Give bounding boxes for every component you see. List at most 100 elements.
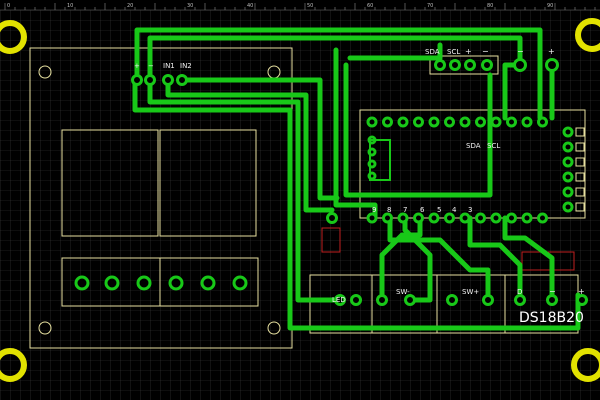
pin-number-label: 5 [437,206,441,214]
mounting-hole-bottom-left [0,348,27,382]
side-header-square [575,187,585,197]
side-header-square [575,202,585,212]
sensor-d-label: D [517,288,522,296]
mcu-scl-label: SCL [487,142,500,150]
display-plus-label: + [548,47,555,56]
side-header-square [575,127,585,137]
terminal-pad [74,275,90,291]
mcu-top-pad [490,116,502,128]
mcu-side-pad [562,141,574,153]
i2c-scl-label: SCL [447,48,460,56]
relay-minus-label: − [148,62,154,70]
module-mount-hole-3 [38,321,52,335]
i2c-header-pad [434,59,446,71]
bottom-connector-pad [404,294,416,306]
copper-traces [132,27,581,331]
led-label: LED [332,296,346,304]
sensor-name-label: DS18B20 [519,310,584,326]
bottom-connector-pad [350,294,362,306]
mcu-top-pad [475,116,486,128]
mcu-pin-numbers: 9 8 7 6 5 4 3 [372,206,472,214]
mcu-bottom-pad [459,212,471,224]
mcu-top-pad [506,116,517,128]
mcu-inner-block [369,139,391,181]
bottom-connector-pad [482,294,494,306]
bottom-connector-pad [514,294,526,306]
relay-1-outline [61,129,159,237]
ruler-label: 60 [367,3,373,9]
mounting-hole-top-right [575,18,600,52]
i2c-sda-label: SDA [425,48,440,56]
relay-connector-pad [144,74,156,86]
mcu-bottom-pad [413,212,424,224]
terminal-pad [168,275,184,291]
module-mount-hole-1 [38,65,52,79]
display-minus-label: − [517,47,524,56]
mcu-top-pad [382,116,393,128]
mcu-side-pad [562,201,574,213]
pin-number-label: 9 [372,206,376,214]
i2c-header-outline [429,55,499,75]
i2c-header-pad [464,59,476,71]
mcu-side-pad [562,186,574,198]
mcu-sda-label: SDA [466,142,481,150]
mcu-top-pad [413,116,424,128]
mcu-bottom-pad [506,212,517,224]
relay-in2-label: IN2 [180,62,192,70]
relay-plus-label: + [134,62,140,70]
ruler-label: 30 [187,3,193,9]
sensor-minus-label: − [549,287,556,296]
sensor-plus-label: + [578,287,585,296]
mcu-bottom-pad [521,212,533,224]
mcu-bottom-pad [397,212,409,224]
display-header-pad [513,58,527,72]
mcu-top-pad [366,116,378,128]
sw-plus-label: SW+ [462,288,479,296]
ruler-label: 0 [7,3,10,9]
mcu-bottom-pad [366,212,378,224]
mcu-side-pad [562,156,574,168]
relay-connector-pad [162,74,174,86]
bottom-connector-pad [334,294,346,306]
relay-connector-pad [131,74,143,86]
mcu-side-pad [562,126,574,138]
pin-number-label: 7 [403,206,407,214]
mcu-top-pad [444,116,455,128]
bottom-connector-pad [576,294,588,306]
side-header-square [575,172,585,182]
mcu-bottom-pad [537,212,548,224]
mcu-top-pad [537,116,548,128]
ruler-label: 70 [427,3,433,9]
pin-number-label: 8 [387,206,391,214]
pin-number-label: 6 [420,206,425,214]
side-header-square [575,157,585,167]
resistor-left [321,227,341,253]
relay-2-outline [159,129,257,237]
bottom-connector-pad [376,294,388,306]
pads [74,58,588,306]
mounting-holes [0,18,600,382]
mounting-hole-bottom-right [571,348,600,382]
mcu-top-pad [428,116,440,128]
ruler-label: 50 [307,3,313,9]
ruler-label: 10 [67,3,73,9]
pin-number-label: 4 [452,206,457,214]
mcu-bottom-pad [475,212,486,224]
mounting-hole-top-left [0,20,27,54]
mcu-top-pad [459,116,471,128]
bottom-connector-pad [546,294,558,306]
mcu-bottom-pad [444,212,455,224]
module-mount-hole-4 [267,321,281,335]
bottom-connector-pad [326,212,338,224]
pin-number-label: 3 [468,206,472,214]
i2c-header-pad [481,59,493,71]
terminal-pad [136,275,152,291]
i2c-header-pad [449,59,461,71]
terminal-pad [232,275,248,291]
mcu-bottom-pad [428,212,440,224]
mcu-side-pad [562,171,574,183]
terminal-pad [104,275,120,291]
